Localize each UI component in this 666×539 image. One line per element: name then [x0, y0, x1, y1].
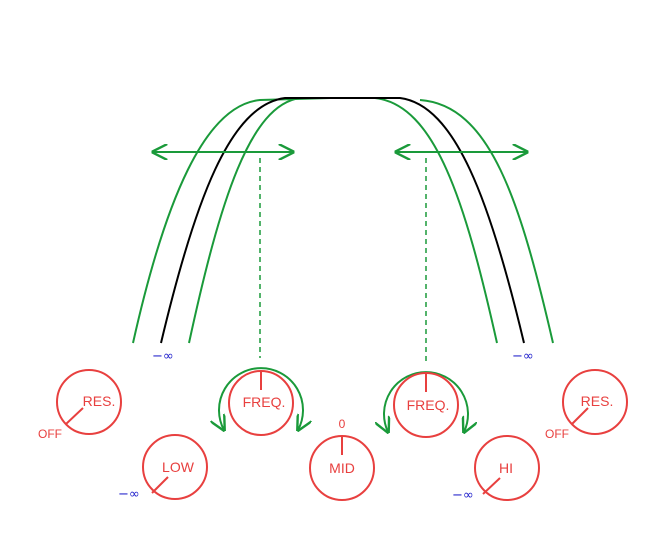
res-right-knob[interactable]: RES. — [562, 369, 628, 435]
freq-right-label: FREQ. — [407, 397, 450, 413]
freq-right-knob[interactable]: FREQ. — [393, 372, 459, 438]
hi-knob[interactable]: HI — [474, 435, 540, 501]
left-curve-shift-higher — [188, 97, 345, 344]
frequency-response-curve — [160, 97, 525, 344]
right-curve-shift-lower — [374, 97, 498, 344]
left-freq-rotate-arc — [219, 367, 303, 430]
left-curve-shift-lower — [132, 97, 331, 344]
mid-knob[interactable]: MID — [309, 435, 375, 501]
hi-neg-inf-label: −∞ — [452, 488, 474, 503]
res-right-off-label: OFF — [545, 427, 569, 441]
res-left-label: RES. — [83, 393, 116, 409]
freq-left-knob[interactable]: FREQ. — [228, 370, 294, 436]
right-curve-shift-higher — [419, 99, 554, 344]
res-right-label: RES. — [581, 393, 614, 409]
low-neg-inf-label: −∞ — [118, 487, 140, 502]
curve-right-neg-inf-label: −∞ — [512, 349, 534, 364]
low-label: LOW — [162, 459, 195, 475]
curve-left-neg-inf-label: −∞ — [152, 349, 174, 364]
mid-zero-label: 0 — [339, 417, 346, 431]
res-left-knob[interactable]: RES. — [56, 369, 122, 435]
mid-label: MID — [329, 460, 355, 476]
low-knob[interactable]: LOW — [142, 434, 208, 500]
freq-left-label: FREQ. — [243, 394, 286, 410]
hi-label: HI — [499, 460, 513, 476]
res-left-off-label: OFF — [38, 427, 62, 441]
